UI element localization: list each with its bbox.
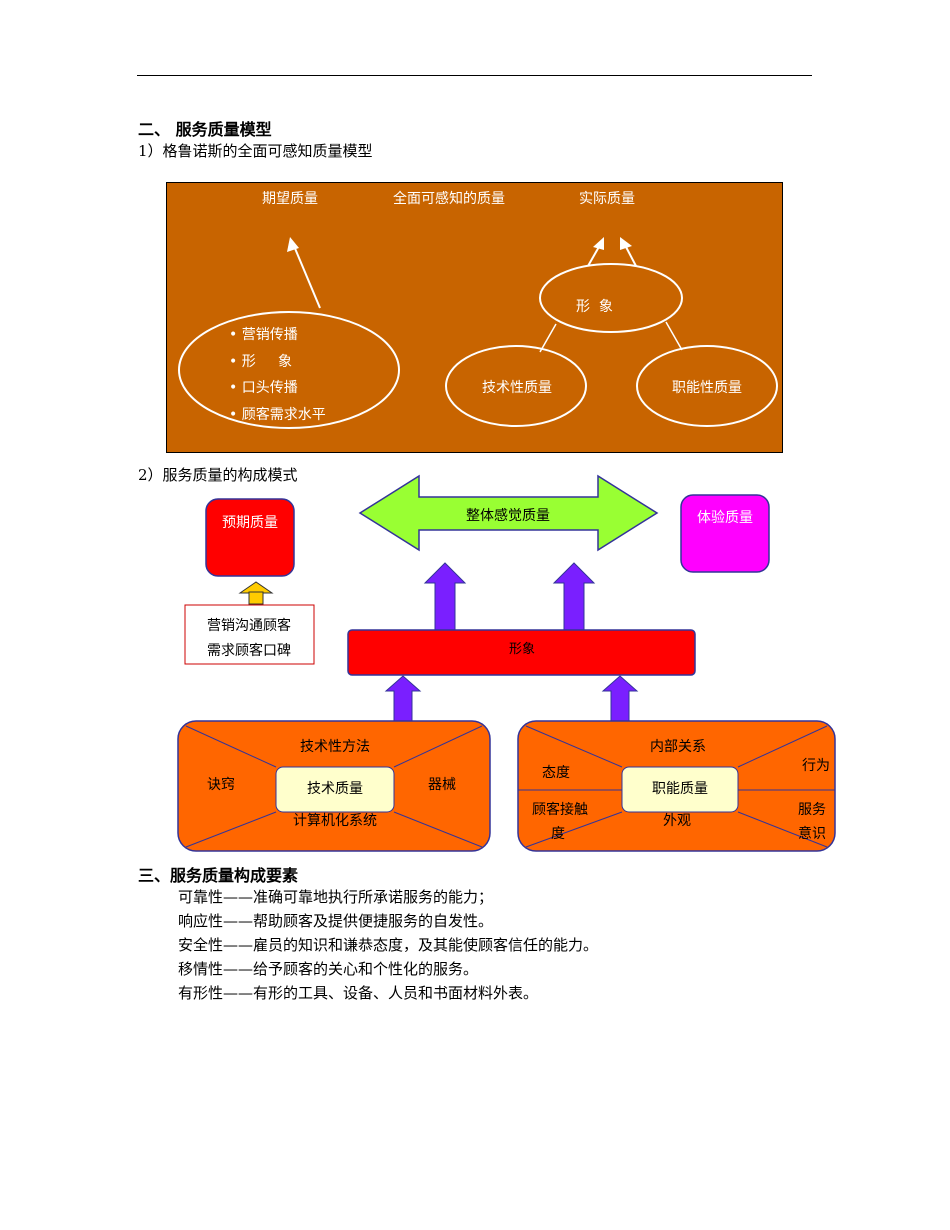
knack-text: 诀窍 — [207, 776, 235, 793]
technical-quality-label: 技术性质量 — [482, 380, 552, 396]
awareness-text: 意识 — [798, 825, 826, 842]
service-quality-composition-diagram: 预期质量 营销沟通顾客 需求顾客口碑 整体感觉质量 体验质量 形象 技术质量 技… — [177, 474, 836, 852]
marketing-box — [184, 604, 315, 665]
diagram2-caption: 2）服务质量的构成模式 — [138, 466, 298, 484]
up-arrow-stem-yellow — [248, 591, 264, 605]
computer-system-text: 计算机化系统 — [293, 813, 377, 829]
diagram1-background — [166, 182, 783, 453]
up-arrow-icon-purple-3 — [384, 675, 422, 723]
factors-ellipse — [178, 311, 400, 429]
expected-arrowhead-icon — [287, 237, 299, 252]
header-rule — [137, 75, 812, 76]
technical-method-text: 技术性方法 — [300, 739, 370, 755]
service-text: 服务 — [798, 802, 826, 818]
experience-quality-text: 体验质量 — [697, 510, 753, 526]
technical-line-tl — [185, 725, 277, 768]
functional-quality-ellipse — [636, 345, 778, 427]
expected-quality-text: 预期质量 — [222, 515, 278, 531]
element-tangibles: 有形性——有形的工具、设备、人员和书面材料外表。 — [178, 984, 539, 1002]
overall-quality-double-arrow — [358, 474, 659, 552]
image-label: 形 象 — [576, 299, 613, 315]
actual-arrowhead-icon-1 — [593, 237, 604, 250]
degree-text: 度 — [551, 826, 565, 842]
technical-line-bl — [185, 811, 277, 848]
expected-arrow-line — [293, 245, 321, 309]
technical-quality-text: 技术质量 — [307, 781, 363, 797]
bullet-marketing: • 营销传播 — [229, 327, 298, 343]
marketing-line2: 需求顾客口碑 — [207, 642, 291, 659]
technical-line-br — [393, 811, 483, 848]
actual-arrowhead-icon-2 — [620, 237, 632, 250]
functional-line-bl — [525, 811, 623, 848]
expected-quality-label: 期望质量 — [262, 191, 318, 207]
attitude-text: 态度 — [542, 765, 570, 781]
image-to-technical-line — [539, 323, 557, 353]
technical-quality-box — [275, 766, 395, 813]
bullet-word-of-mouth: • 口头传播 — [229, 380, 298, 396]
actual-arrow-line-2 — [624, 244, 637, 267]
element-empathy: 移情性——给予顾客的关心和个性化的服务。 — [178, 960, 479, 978]
bullet-customer-needs: • 顾客需求水平 — [229, 406, 326, 423]
experience-quality-box — [680, 494, 770, 573]
element-reliability: 可靠性——准确可靠地执行所承诺服务的能力； — [178, 888, 494, 906]
functional-quality-text: 职能质量 — [652, 781, 708, 797]
diagram1-caption: 1）格鲁诺斯的全面可感知质量模型 — [138, 142, 373, 160]
section2-title: 二、 服务质量模型 — [138, 120, 272, 139]
marketing-line1: 营销沟通顾客 — [207, 617, 291, 634]
up-arrow-icon-yellow — [238, 581, 274, 594]
perceived-quality-diagram: 期望质量 全面可感知的质量 实际质量 形 象 • 营销传播 • 形 象 • 口头… — [166, 182, 783, 453]
up-arrow-icon-purple-4 — [601, 675, 639, 723]
technical-line-tr — [393, 725, 483, 768]
functional-quality-box — [621, 766, 739, 813]
equipment-text: 器械 — [428, 777, 456, 793]
section3-title: 三、服务质量构成要素 — [138, 866, 299, 885]
expected-quality-box — [205, 498, 295, 577]
actual-arrow-line-1 — [587, 244, 601, 267]
total-quality-label: 全面可感知的质量 — [393, 190, 505, 207]
functional-quality-label: 职能性质量 — [672, 380, 742, 396]
customer-contact-text: 顾客接触 — [532, 801, 588, 818]
internal-relations-text: 内部关系 — [650, 739, 706, 755]
functional-line-tr — [737, 725, 828, 768]
bullet-image: • 形 象 — [229, 354, 292, 370]
image-bar-text: 形象 — [509, 642, 535, 657]
up-arrow-icon-purple-2 — [552, 562, 596, 632]
overall-quality-text: 整体感觉质量 — [466, 507, 550, 524]
technical-quality-ellipse — [445, 345, 587, 427]
element-responsiveness: 响应性——帮助顾客及提供便捷服务的自发性。 — [178, 912, 494, 930]
functional-line-tl — [525, 725, 623, 768]
actual-quality-label: 实际质量 — [579, 191, 635, 207]
image-to-functional-line — [665, 321, 683, 351]
up-arrow-icon-purple-1 — [423, 562, 467, 632]
element-assurance: 安全性——雇员的知识和谦恭态度，及其能使顾客信任的能力。 — [178, 936, 599, 954]
functional-line-br — [737, 811, 828, 848]
image-bar — [347, 629, 696, 676]
behavior-text: 行为 — [802, 758, 830, 774]
appearance-text: 外观 — [663, 813, 691, 829]
image-ellipse — [539, 263, 683, 333]
